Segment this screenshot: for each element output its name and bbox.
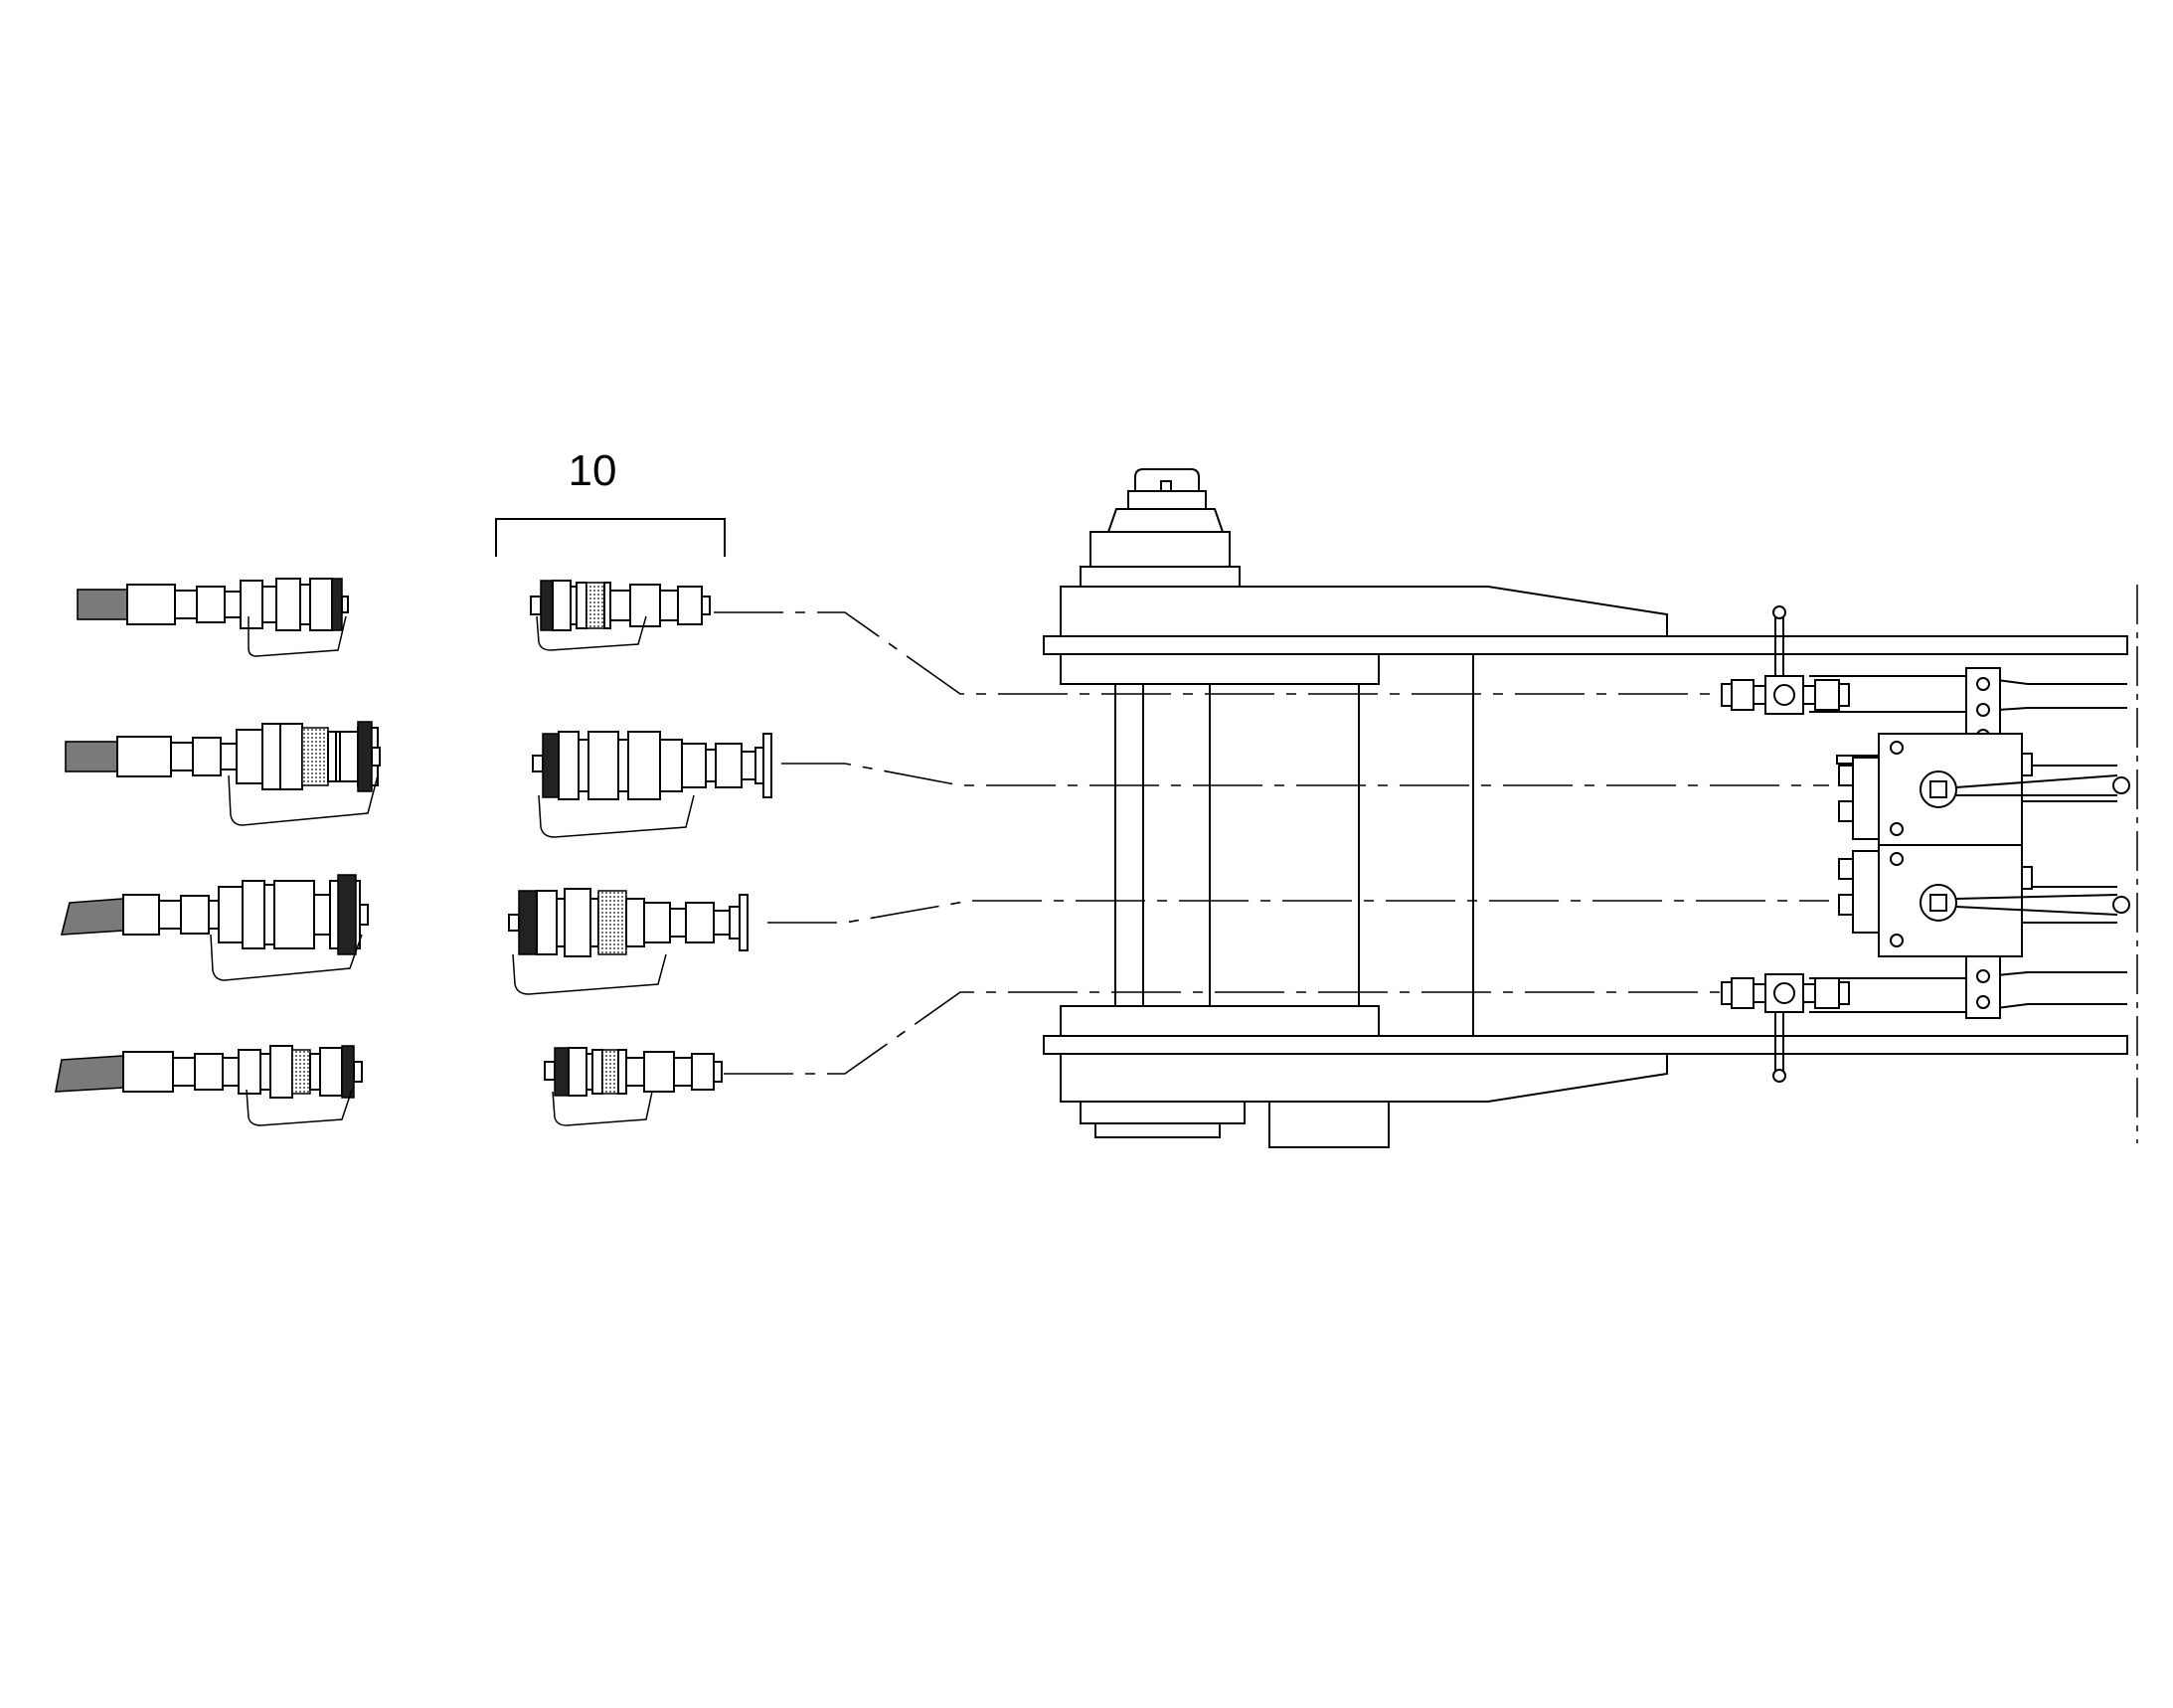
- bottom-rail: [1043, 1035, 2128, 1055]
- male-coupler-3: [508, 888, 749, 995]
- left-hose-assembly-3: [60, 874, 369, 981]
- bottom-bracket: [1268, 1101, 1390, 1148]
- callout-10: 10: [495, 446, 726, 557]
- connection-line-2: [781, 763, 1829, 786]
- connection-line-4: [724, 991, 1720, 1075]
- ball-valve-top: [1721, 605, 1850, 715]
- hose: [55, 1055, 124, 1093]
- connection-lines: [714, 611, 1829, 1075]
- machine-frame: [1043, 468, 2138, 1148]
- callout-10-label: 10: [569, 446, 617, 495]
- male-coupler-2: [532, 731, 772, 838]
- male-coupler-4: [544, 1047, 723, 1126]
- pivot-washer: [1080, 566, 1241, 588]
- bottom-arm: [1060, 1053, 1668, 1103]
- top-arm: [1060, 586, 1668, 637]
- connection-line-1: [714, 611, 1720, 695]
- pivot-nut: [1106, 508, 1225, 533]
- top-rail: [1043, 635, 2128, 655]
- male-coupler-1: [530, 580, 711, 651]
- left-hose-assembly-1: [77, 578, 349, 657]
- handle-knob: [2112, 896, 2130, 914]
- control-valve-lower: [1838, 844, 2130, 957]
- lever-knob: [1772, 1069, 1786, 1083]
- ball-valve-bottom: [1721, 973, 1850, 1083]
- left-hose-assembly-2: [65, 721, 381, 826]
- hose: [65, 741, 118, 772]
- hose: [60, 898, 124, 936]
- control-valve-upper: [1836, 733, 2130, 846]
- hose: [77, 589, 128, 620]
- callout-10-bracket: [495, 518, 726, 557]
- lever-knob: [1772, 605, 1786, 619]
- connection-line-3: [767, 900, 1829, 924]
- left-hose-assembly-4: [55, 1045, 363, 1126]
- handle-knob: [2112, 776, 2130, 794]
